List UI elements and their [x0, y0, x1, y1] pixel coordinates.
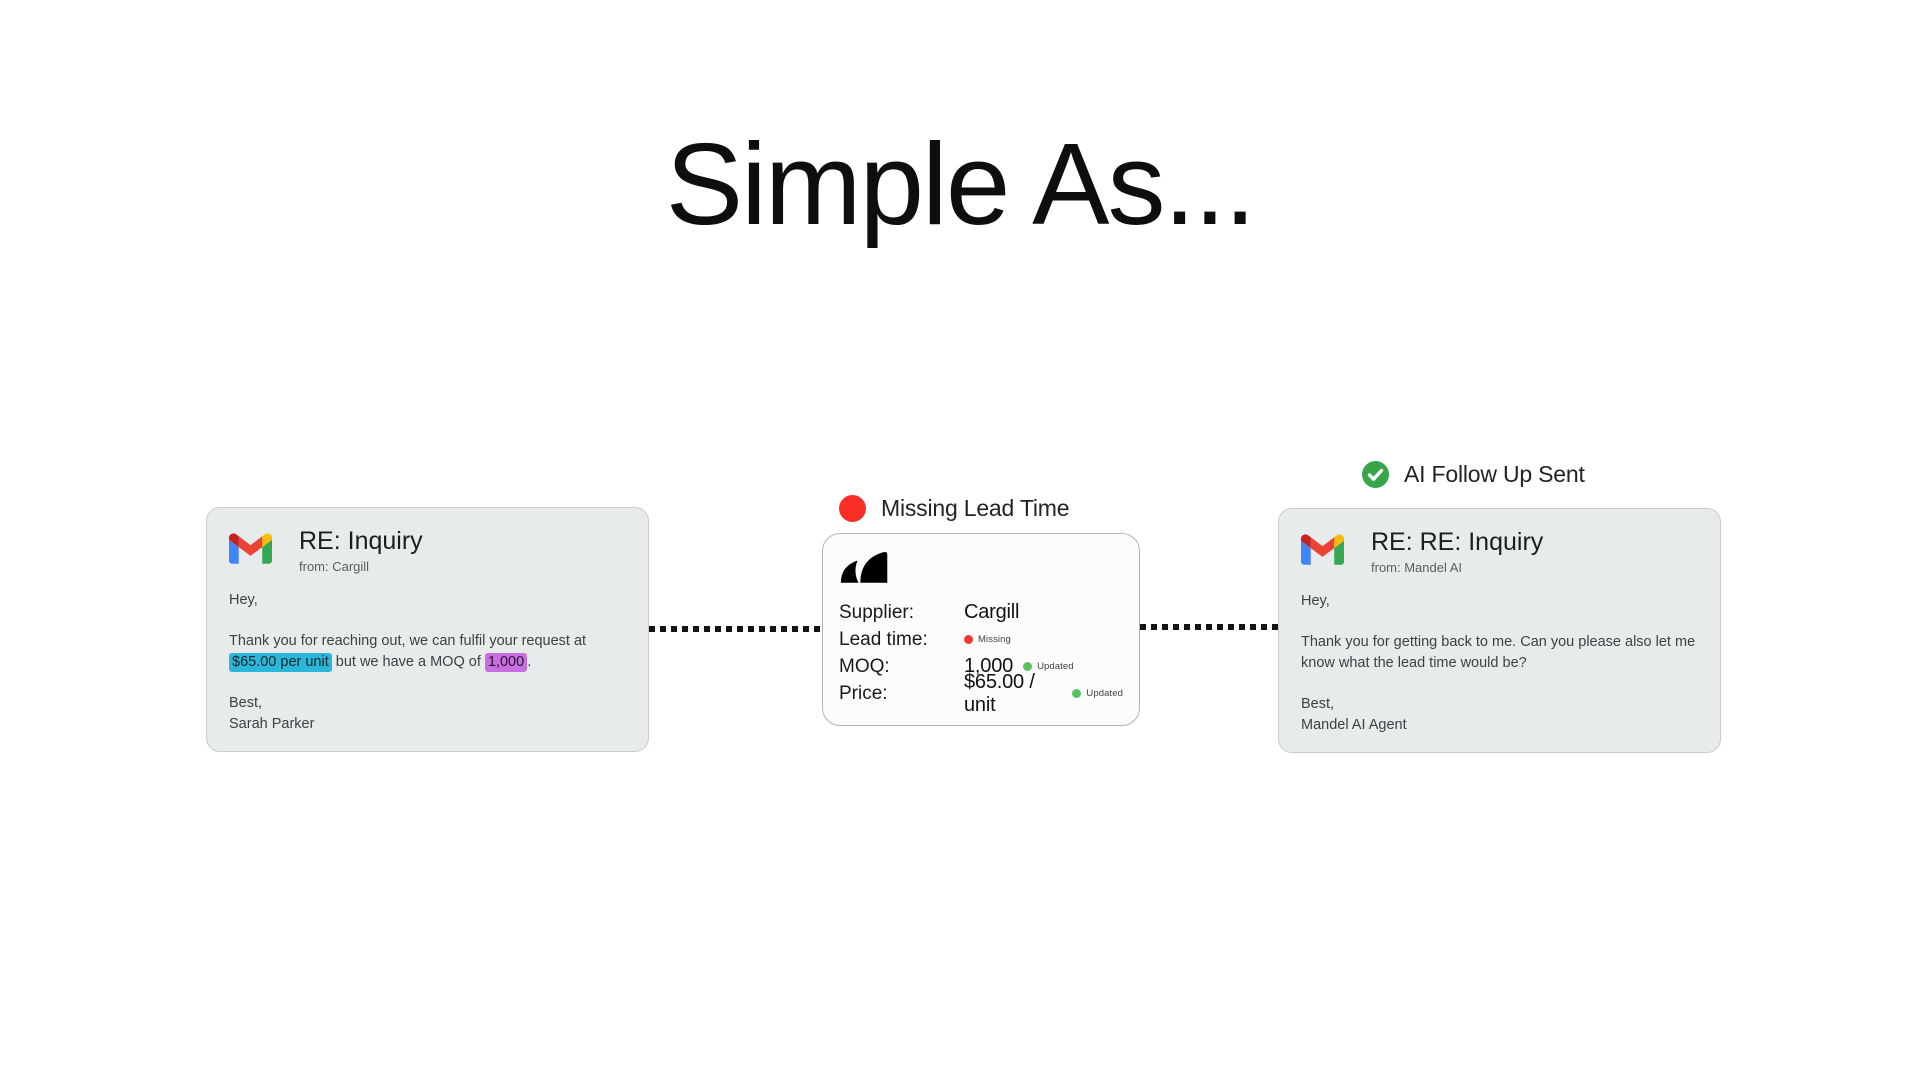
row-value: 1,000 — [964, 655, 1014, 677]
email-greeting: Hey, — [1301, 592, 1330, 609]
supplier-data-card: Supplier: Cargill Lead time: Missing MOQ… — [822, 533, 1140, 726]
price-highlight: $65.00 per unit — [229, 652, 332, 672]
red-dot-icon — [839, 495, 866, 522]
page-title: Simple As... — [665, 119, 1256, 249]
row-label: Price: — [839, 682, 888, 704]
row-label: MOQ: — [839, 655, 890, 677]
data-row-supplier: Supplier: Cargill — [839, 599, 1123, 626]
mandel-logo-icon — [840, 551, 888, 583]
email-closing: Best, — [1301, 696, 1335, 713]
badge-text: Updated — [1037, 661, 1074, 672]
status-label-text: AI Follow Up Sent — [1404, 461, 1585, 487]
email-header: RE: Inquiry from: Cargill — [229, 527, 626, 574]
body-text: but we have a MOQ of — [331, 653, 485, 670]
body-text: . — [527, 653, 532, 670]
email-paragraph: Thank you for getting back to me. Can yo… — [1301, 634, 1696, 671]
row-value: Cargill — [964, 601, 1020, 623]
green-check-icon — [1362, 461, 1389, 488]
email-body: Hey, Thank you for getting back to me. C… — [1301, 591, 1703, 736]
email-body: Hey, Thank you for reaching out, we can … — [229, 590, 631, 735]
dotted-connector-left — [649, 626, 822, 632]
email-greeting: Hey, — [229, 591, 258, 608]
gmail-icon — [229, 533, 272, 564]
green-dot-icon — [1072, 689, 1082, 698]
body-text: Thank you for reaching out, we can fulfi… — [229, 633, 587, 650]
email-subject: RE: Inquiry — [299, 527, 423, 555]
gmail-icon — [1301, 534, 1344, 565]
missing-badge: Missing — [964, 634, 1011, 645]
status-label-text: Missing Lead Time — [881, 495, 1070, 521]
email-from: from: Cargill — [299, 558, 370, 574]
data-row-price: Price: $65.00 / unit Updated — [839, 671, 1123, 716]
row-value: $65.00 / unit — [964, 670, 1035, 716]
row-label: Lead time: — [839, 628, 928, 650]
data-rows: Supplier: Cargill Lead time: Missing MOQ… — [839, 599, 1123, 716]
moq-highlight: 1,000 — [484, 652, 528, 672]
updated-badge: Updated — [1072, 688, 1123, 699]
green-dot-icon — [1023, 662, 1033, 671]
missing-lead-time-label: Missing Lead Time — [839, 495, 1070, 522]
email-subject: RE: RE: Inquiry — [1371, 528, 1544, 556]
email-from: from: Mandel AI — [1371, 559, 1463, 575]
email-signature: Sarah Parker — [229, 715, 315, 732]
email-card-ai-followup: RE: RE: Inquiry from: Mandel AI Hey, Tha… — [1278, 508, 1721, 753]
red-dot-icon — [964, 635, 973, 644]
email-header: RE: RE: Inquiry from: Mandel AI — [1301, 528, 1698, 575]
badge-text: Updated — [1086, 688, 1123, 699]
updated-badge: Updated — [1023, 661, 1074, 672]
badge-text: Missing — [978, 634, 1011, 645]
data-row-lead-time: Lead time: Missing — [839, 626, 1123, 653]
data-row-moq: MOQ: 1,000 Updated — [839, 653, 1123, 680]
email-closing: Best, — [229, 695, 263, 712]
email-signature: Mandel AI Agent — [1301, 716, 1407, 733]
dotted-connector-right — [1140, 624, 1278, 630]
ai-follow-up-sent-label: AI Follow Up Sent — [1362, 461, 1585, 488]
email-card-supplier-reply: RE: Inquiry from: Cargill Hey, Thank you… — [206, 507, 649, 752]
email-paragraph: Thank you for reaching out, we can fulfi… — [229, 631, 631, 672]
row-label: Supplier: — [839, 601, 914, 623]
